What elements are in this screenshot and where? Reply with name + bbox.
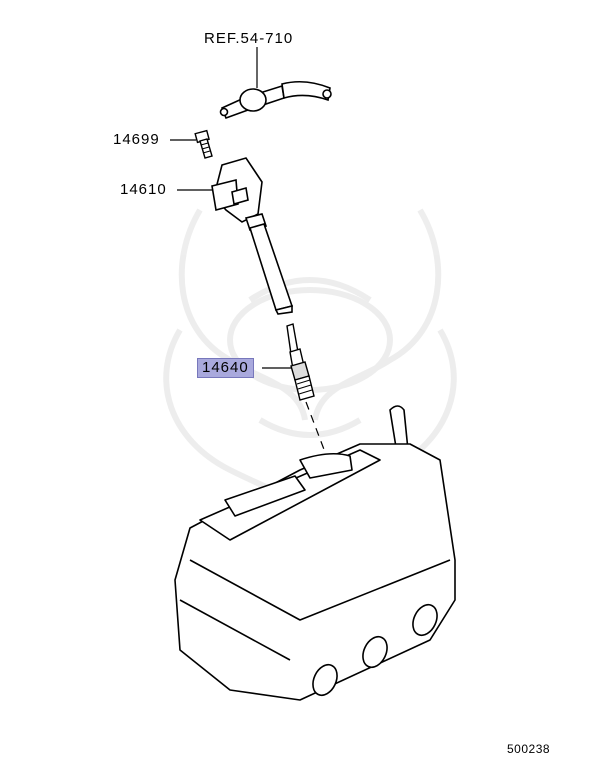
callout-ref-54-710[interactable]: REF.54-710 bbox=[204, 30, 294, 47]
callout-14699-bolt[interactable]: 14699 bbox=[113, 131, 160, 148]
figure-number: 500238 bbox=[507, 742, 551, 756]
cylinder-head-icon bbox=[174, 405, 456, 701]
bolt-icon bbox=[194, 129, 213, 159]
callout-14610-ignition-coil[interactable]: 14610 bbox=[120, 181, 167, 198]
spark-plug-icon bbox=[286, 323, 315, 401]
callout-14640-spark-plug-highlighted[interactable]: 14640 bbox=[197, 358, 254, 378]
harness-connector-icon bbox=[219, 80, 332, 120]
ignition-coil-icon bbox=[211, 157, 294, 315]
